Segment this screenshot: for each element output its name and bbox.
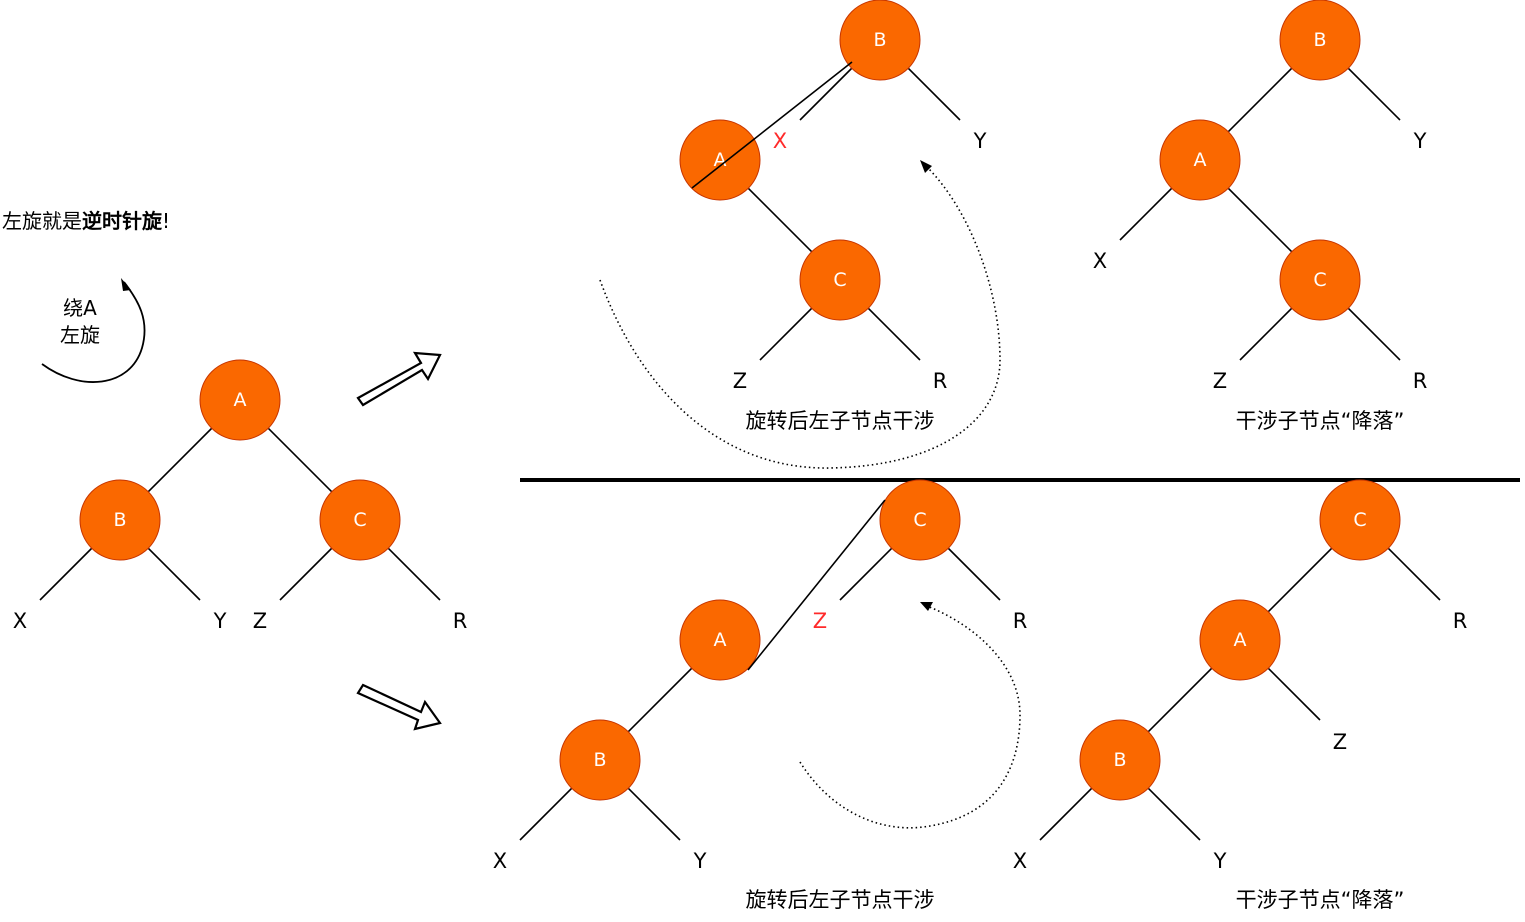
leaf-Y: Y xyxy=(693,849,707,873)
top-right-tree: B A C Y X Z R 干涉子节点“降落” xyxy=(1093,0,1427,433)
tree-node-C: C xyxy=(1279,239,1361,321)
rotation-dotted-path xyxy=(599,166,1001,469)
leaf-Z: Z xyxy=(813,609,827,633)
leaf-X: X xyxy=(773,129,787,153)
leaf-X: X xyxy=(1093,249,1107,273)
leaf-X: X xyxy=(1013,849,1027,873)
leaf-R: R xyxy=(933,369,948,393)
original-tree: A B C X Y Z R xyxy=(13,359,468,633)
leaf-R: R xyxy=(453,609,468,633)
svg-text:B: B xyxy=(1313,29,1326,51)
leaf-Y: Y xyxy=(1213,849,1227,873)
tree-node-A: A xyxy=(679,599,761,681)
leaf-Y: Y xyxy=(213,609,227,633)
top-left-tree: B A C X Y Z R 旋转后左子节点干涉 xyxy=(599,0,1001,469)
svg-text:B: B xyxy=(873,29,886,51)
dotted-arrow-head xyxy=(920,160,932,173)
dotted-arrow-head xyxy=(920,602,933,611)
svg-text:C: C xyxy=(1353,509,1366,531)
svg-text:B: B xyxy=(593,749,606,771)
rotation-dotted-path xyxy=(799,605,1021,829)
interfering-edge xyxy=(691,61,853,189)
svg-text:A: A xyxy=(1234,629,1247,651)
svg-text:C: C xyxy=(1313,269,1326,291)
svg-text:A: A xyxy=(714,149,727,171)
tree-node-B: B xyxy=(1279,0,1361,81)
rotation-note-line1: 绕A xyxy=(63,296,97,320)
svg-text:B: B xyxy=(1113,749,1126,771)
caption: 旋转后左子节点干涉 xyxy=(746,888,935,912)
leaf-Z: Z xyxy=(733,369,747,393)
bottom-left-tree: C A B Z R X Y 旋转后左子节点干涉 xyxy=(493,479,1028,912)
svg-text:A: A xyxy=(714,629,727,651)
tree-node-C: C xyxy=(319,479,401,561)
leaf-Y: Y xyxy=(1413,129,1427,153)
bottom-right-tree: C A B R Z X Y 干涉子节点“降落” xyxy=(1013,479,1468,912)
leaf-Z: Z xyxy=(253,609,267,633)
rotation-note-line2: 左旋 xyxy=(60,323,100,347)
svg-text:A: A xyxy=(234,389,247,411)
svg-text:C: C xyxy=(353,509,366,531)
svg-text:C: C xyxy=(833,269,846,291)
rotation-arrow-curve xyxy=(41,281,146,383)
leaf-R: R xyxy=(1413,369,1428,393)
tree-node-B: B xyxy=(1079,719,1161,801)
rotation-arrow-head xyxy=(121,278,131,291)
arrow-to-top xyxy=(356,351,442,407)
leaf-X: X xyxy=(493,849,507,873)
leaf-R: R xyxy=(1453,609,1468,633)
leaf-X: X xyxy=(13,609,27,633)
leaf-R: R xyxy=(1013,609,1028,633)
caption: 干涉子节点“降落” xyxy=(1236,409,1405,433)
title-bold: 逆时针旋 xyxy=(82,209,163,233)
tree-node-B: B xyxy=(79,479,161,561)
leaf-Z: Z xyxy=(1213,369,1227,393)
interfering-edge xyxy=(747,499,886,671)
tree-node-B: B xyxy=(559,719,641,801)
svg-text:A: A xyxy=(1194,149,1207,171)
tree-node-A: A xyxy=(1199,599,1281,681)
tree-node-B: B xyxy=(839,0,921,81)
diagram-title: 左旋就是逆时针旋! xyxy=(2,209,170,233)
svg-text:C: C xyxy=(913,509,926,531)
arrow-to-bottom xyxy=(356,683,442,731)
tree-node-A: A xyxy=(1159,119,1241,201)
tree-node-C: C xyxy=(1319,479,1401,561)
title-plain: 左旋就是 xyxy=(2,209,82,233)
tree-node-A: A xyxy=(679,119,761,201)
tree-node-A: A xyxy=(199,359,281,441)
title-tail: ! xyxy=(162,209,170,233)
tree-node-C: C xyxy=(879,479,961,561)
caption: 干涉子节点“降落” xyxy=(1236,888,1405,912)
caption: 旋转后左子节点干涉 xyxy=(746,409,935,433)
tree-node-C: C xyxy=(799,239,881,321)
svg-text:B: B xyxy=(113,509,126,531)
leaf-Y: Y xyxy=(973,129,987,153)
leaf-Z: Z xyxy=(1333,730,1347,754)
